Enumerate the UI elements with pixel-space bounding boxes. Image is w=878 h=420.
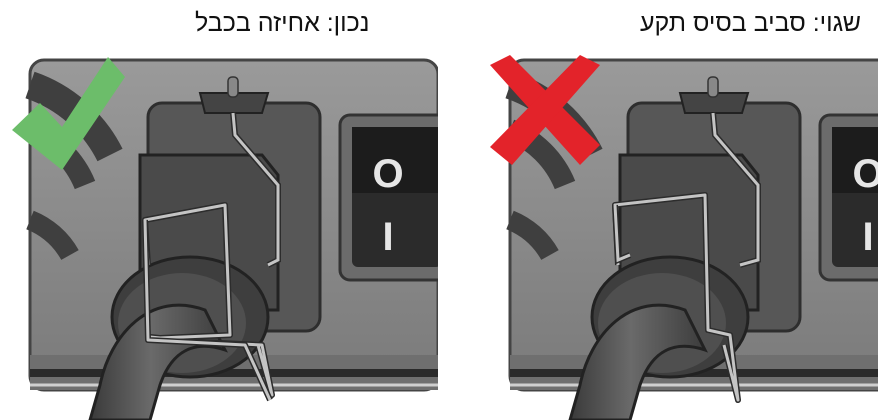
correct-illustration: O I	[0, 55, 438, 420]
power-switch: O I	[820, 115, 878, 280]
power-switch: O I	[340, 115, 438, 280]
incorrect-illustration: O I	[440, 55, 878, 420]
switch-off-label: O	[372, 152, 403, 196]
incorrect-caption: שגוי: סביב בסיס תקע	[640, 8, 878, 38]
correct-caption: נכון: אחיזה בכבל	[195, 8, 440, 38]
switch-on-label: I	[382, 215, 393, 259]
switch-on-label: I	[862, 215, 873, 259]
switch-off-label: O	[852, 152, 878, 196]
